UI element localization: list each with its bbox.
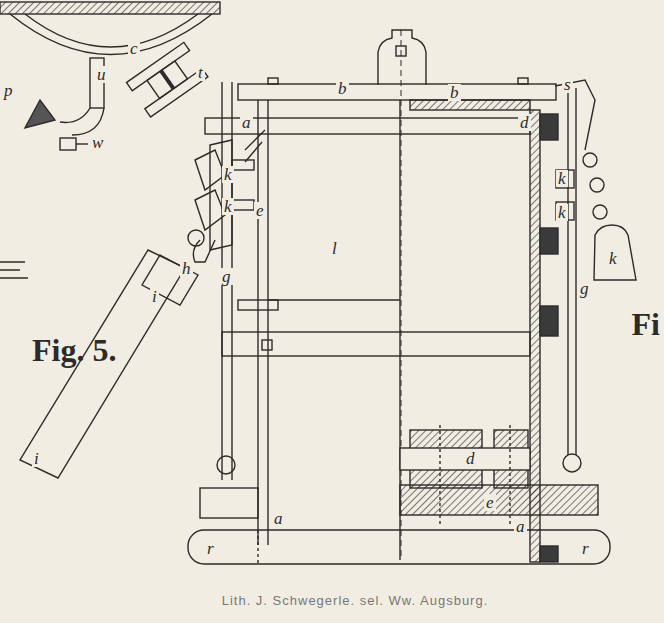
part-letter: r xyxy=(580,540,591,557)
part-letter: d xyxy=(518,114,531,131)
part-letter: u xyxy=(95,66,108,83)
part-letter: k xyxy=(556,170,568,187)
part-letter: e xyxy=(484,494,496,511)
part-letter: b xyxy=(448,84,461,101)
part-letter: w xyxy=(90,134,105,151)
part-letter: g xyxy=(220,268,233,285)
part-letter: k xyxy=(222,166,234,183)
lithographer-caption: Lith. J. Schwegerle. sel. Ww. Augsburg. xyxy=(222,593,489,608)
part-letter: k xyxy=(556,204,568,221)
part-letter: c xyxy=(128,40,140,57)
part-letter: e xyxy=(254,202,266,219)
part-letter: r xyxy=(205,540,216,557)
part-letter: d xyxy=(464,450,477,467)
part-letter: k xyxy=(607,250,619,267)
part-letter: t xyxy=(196,64,205,81)
part-letter: k xyxy=(222,198,234,215)
part-letter: p xyxy=(2,82,15,99)
figure-label: Fig. 5. xyxy=(30,334,118,366)
part-letter: i xyxy=(150,288,159,305)
part-letter: h xyxy=(180,260,193,277)
part-letter: b xyxy=(336,80,349,97)
figure-label: Fi xyxy=(630,308,662,340)
part-letter: a xyxy=(272,510,285,527)
part-letter: a xyxy=(240,114,253,131)
part-letter: a xyxy=(514,518,527,535)
part-letter: s xyxy=(562,76,573,93)
part-letter: l xyxy=(330,240,339,257)
part-letter: i xyxy=(32,450,41,467)
part-letter: g xyxy=(578,280,591,297)
